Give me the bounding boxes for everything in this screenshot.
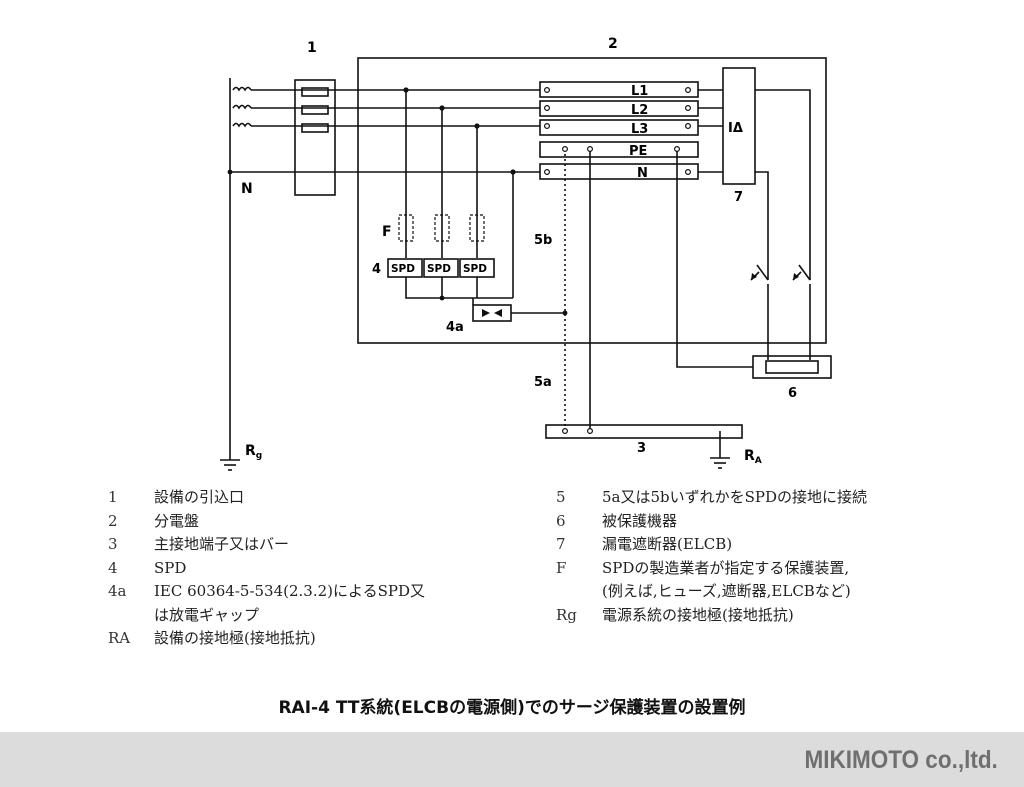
main-earthing-bar bbox=[545, 424, 743, 439]
busbar-n bbox=[539, 163, 699, 180]
spd-2-label: SPD bbox=[427, 263, 451, 275]
spd-1 bbox=[387, 258, 423, 278]
label-2: 2 bbox=[608, 36, 618, 52]
label-n-bar: N bbox=[637, 166, 648, 181]
protective-device-f3 bbox=[469, 214, 485, 242]
label-3: 3 bbox=[637, 441, 646, 456]
coil-l3 bbox=[232, 122, 252, 128]
label-pe: PE bbox=[629, 144, 647, 159]
label-6: 6 bbox=[788, 386, 797, 401]
surge-protection-diagram: 1 2 N F 4 4a 5b 5a 3 6 7 L1 L2 L3 PE N I… bbox=[220, 36, 832, 471]
legend-item-4a-cont: は放電ギャップ bbox=[154, 605, 260, 624]
footer-bar: MIKIMOTO co.,ltd. bbox=[0, 732, 1024, 787]
busbar-l1 bbox=[539, 81, 699, 98]
protective-device-f1 bbox=[398, 214, 414, 242]
label-5a: 5a bbox=[534, 375, 552, 390]
conductor-neutral bbox=[229, 78, 540, 173]
spd-3-label: SPD bbox=[463, 263, 487, 275]
label-l1: L1 bbox=[631, 84, 648, 99]
busbar-l2 bbox=[539, 100, 699, 117]
spark-gap-4a bbox=[472, 304, 512, 322]
figure-caption: RAI-4 TT系統(ELCBの電源側)でのサージ保護装置の設置例 bbox=[278, 698, 746, 718]
busbar-l3 bbox=[539, 119, 699, 136]
spd-2 bbox=[423, 258, 459, 278]
busbar-pe bbox=[539, 141, 699, 158]
fuse-l3 bbox=[301, 123, 329, 133]
label-f: F bbox=[382, 224, 392, 240]
legend-item-f-cont: (例えば,ヒューズ,遮断器,ELCBなど) bbox=[602, 582, 851, 600]
distribution-board bbox=[357, 57, 827, 344]
label-rg: Rg bbox=[245, 443, 262, 461]
fuse-l2 bbox=[301, 105, 329, 115]
label-5b: 5b bbox=[534, 233, 552, 248]
service-entrance-box bbox=[294, 79, 336, 196]
label-4: 4 bbox=[372, 262, 381, 277]
label-idelta: IΔ bbox=[728, 121, 743, 136]
label-n: N bbox=[241, 181, 253, 197]
protective-device-f2 bbox=[434, 214, 450, 242]
protected-equipment bbox=[752, 355, 832, 379]
brand-logo-text: MIKIMOTO co.,ltd. bbox=[804, 746, 998, 774]
label-7: 7 bbox=[734, 190, 743, 205]
label-ra: RA bbox=[744, 448, 762, 466]
coil-l1 bbox=[232, 86, 252, 92]
coil-l2 bbox=[232, 104, 252, 110]
label-l2: L2 bbox=[631, 103, 648, 118]
fuse-l1 bbox=[301, 87, 329, 97]
label-l3: L3 bbox=[631, 122, 648, 137]
label-4a: 4a bbox=[446, 320, 464, 335]
spd-1-label: SPD bbox=[391, 263, 415, 275]
label-1: 1 bbox=[307, 40, 317, 56]
